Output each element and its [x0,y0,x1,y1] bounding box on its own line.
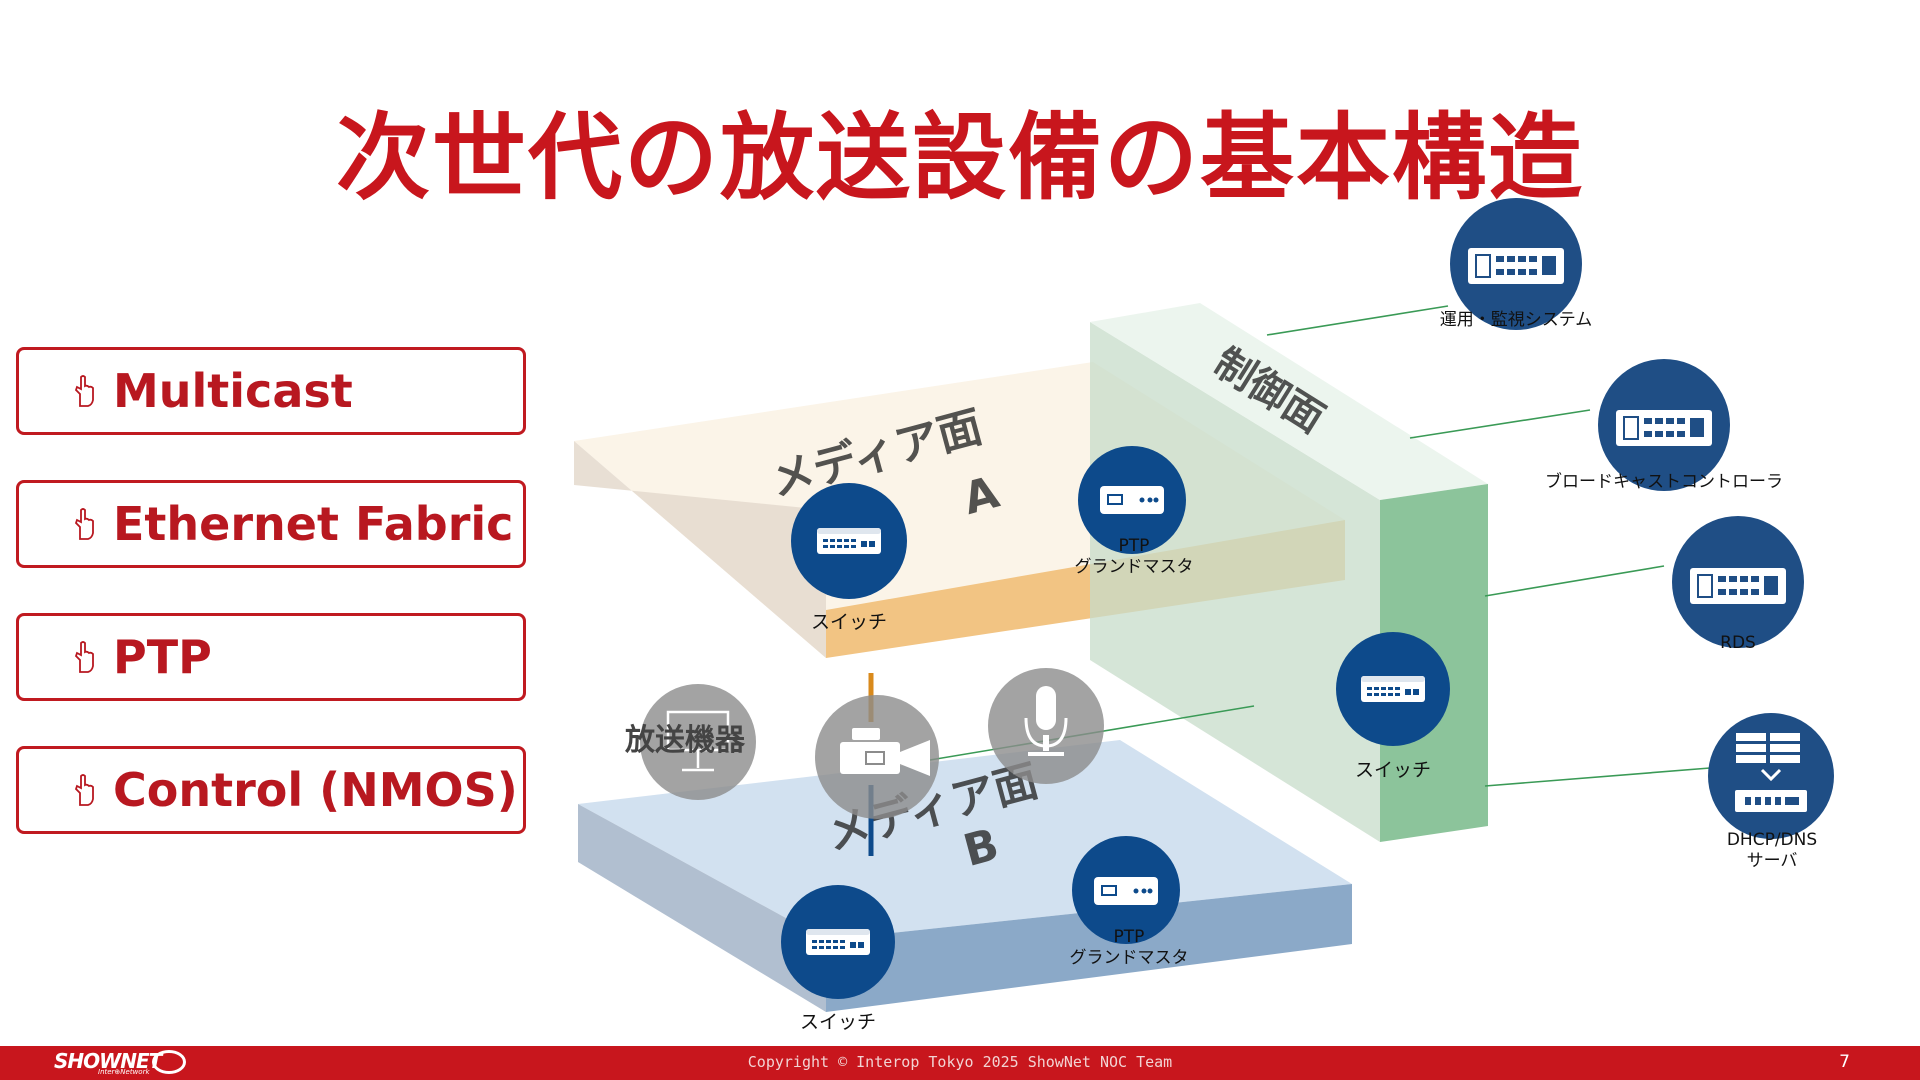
page-number: 7 [1839,1052,1850,1072]
feature-box-ethernet-fabric: Ethernet Fabric [16,480,526,568]
dhcp-dns-server: DHCP/DNS サーバ [1708,713,1834,871]
ptp-a-label-1: PTP [1119,536,1150,556]
pointing-hand-icon [74,375,94,407]
switch-media-b-label: スイッチ [800,1011,876,1033]
broadcast-equipment: 放送機器 [624,668,1104,819]
shownet-logo-ring-icon [152,1050,186,1074]
pointing-hand-icon [74,774,94,806]
ptp-b-label-1: PTP [1114,927,1145,947]
pointing-hand-icon [74,508,94,540]
feature-label: Multicast [113,364,353,418]
feature-box-ptp: PTP [16,613,526,701]
pointing-hand-icon [74,641,94,673]
dhcp-dns-label-2: サーバ [1747,851,1798,871]
monitoring-system-label: 運用・監視システム [1440,310,1593,330]
feature-label: PTP [113,630,212,684]
equipment-label: 放送機器 [624,723,746,758]
feature-box-multicast: Multicast [16,347,526,435]
feature-label: Ethernet Fabric [113,497,514,551]
rds-label: RDS [1720,633,1756,653]
ptp-a-label-2: グランドマスタ [1075,557,1194,577]
monitoring-system: 運用・監視システム [1440,198,1593,330]
rds-server: RDS [1672,516,1804,653]
slide-title: 次世代の放送設備の基本構造 [335,104,1584,213]
feature-box-control-nmos: Control (NMOS) [16,746,526,834]
switch-media-a: スイッチ [791,483,907,633]
switch-control-label: スイッチ [1355,759,1431,781]
switch-control-plane: スイッチ [1336,632,1450,781]
shownet-logo-sub: Inter⊕Network [98,1068,150,1076]
switch-media-a-label: スイッチ [811,611,887,633]
dhcp-dns-label-1: DHCP/DNS [1727,830,1817,850]
copyright-text: Copyright © Interop Tokyo 2025 ShowNet N… [747,1053,1173,1071]
feature-label: Control (NMOS) [113,763,518,817]
ptp-grandmaster-b: PTP グランドマスタ [1070,836,1189,968]
shownet-logo: SHOWNET [54,1049,162,1073]
broadcast-controller-label: ブロードキャストコントローラ [1545,471,1783,492]
architecture-diagram: メディア面 A メディア面 B 制御面 放送機器 [574,198,1834,1033]
broadcast-controller: ブロードキャストコントローラ [1545,359,1783,492]
control-links [929,305,1711,787]
switch-media-b: スイッチ [781,885,895,1033]
ptp-grandmaster-a: PTP グランドマスタ [1075,446,1194,577]
ptp-b-label-2: グランドマスタ [1070,948,1189,968]
footer-bar: SHOWNET Inter⊕Network Copyright © Intero… [0,1046,1920,1080]
